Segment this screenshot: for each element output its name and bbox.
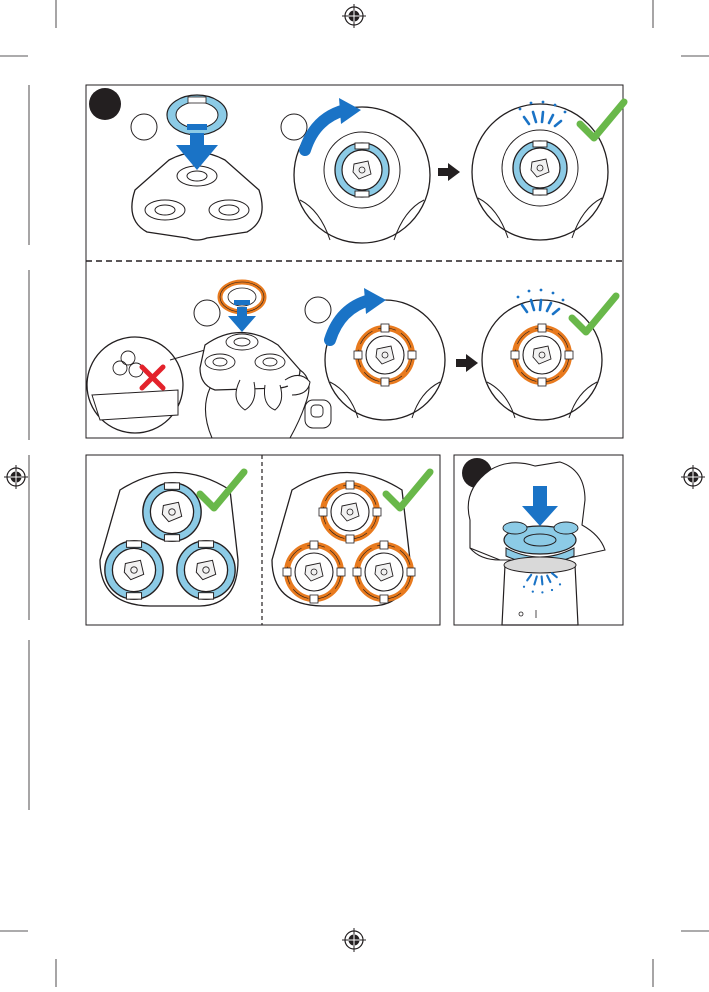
locked-scene-orange <box>482 289 616 420</box>
locked-scene <box>472 101 624 240</box>
registration-mark-icon <box>342 4 366 28</box>
shaving-unit-orange <box>272 472 430 606</box>
wrong-example-inset <box>87 337 183 433</box>
rotate-scene <box>294 98 430 243</box>
arrow-right-icon <box>438 163 460 181</box>
rotate-scene-orange <box>325 288 445 420</box>
shaving-unit-blue <box>100 472 244 606</box>
registration-mark-icon <box>342 928 366 952</box>
push-down-arrow-icon <box>228 300 256 332</box>
substep-circle <box>131 114 157 140</box>
top-panel <box>86 85 624 438</box>
substep-circle <box>281 114 307 140</box>
substep-circle <box>305 297 331 323</box>
bottom-right-panel <box>454 455 623 625</box>
registration-mark-icon <box>681 465 705 489</box>
arrow-right-icon <box>456 354 478 372</box>
registration-mark-icon <box>4 465 28 489</box>
shaver-handle <box>502 557 578 625</box>
check-icon <box>580 102 624 138</box>
substep-circle <box>194 300 220 326</box>
step-marker <box>89 88 121 120</box>
shaving-unit-in-hand <box>200 333 331 439</box>
bottom-left-panel <box>86 455 440 625</box>
